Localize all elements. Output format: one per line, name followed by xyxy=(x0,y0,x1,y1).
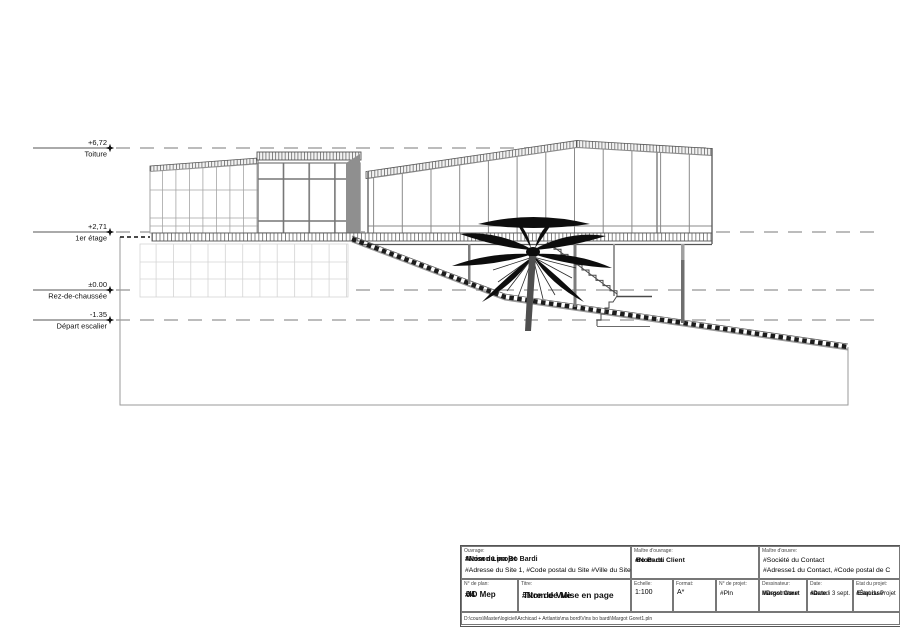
palm-fronds xyxy=(452,217,612,302)
level-symbol-icon xyxy=(105,143,115,153)
cell-dessinateur: Dessinateur: Margot Goret #Dessinateur xyxy=(759,579,807,612)
client-name: Bo Bardi xyxy=(636,557,665,564)
projet-number-value: #Pln xyxy=(720,590,734,597)
date-placeholder: #Date xyxy=(810,591,827,597)
terrain-slope xyxy=(351,235,849,351)
elevation-drawing: +6,72 Toiture +2,71 1er étage ±0.00 Rez-… xyxy=(33,138,876,406)
cell-echelle: Echelle: 1:100 xyxy=(631,579,673,612)
maitre-ouvrage-label: Maître d'ouvrage: xyxy=(634,548,673,554)
exterior-stair xyxy=(546,241,652,327)
cell-etat-projet: Etat du projet: #État du Projet Esquisse xyxy=(853,579,900,612)
level-marker-toiture: +6,72 Toiture xyxy=(33,138,712,159)
layout-name: Titre de Vue xyxy=(523,590,572,600)
file-path: D:\cours\Master\logiciel\Archicad + Artl… xyxy=(464,616,653,622)
contact-address: #Adresse1 du Contact, #Code postal de C xyxy=(763,567,891,574)
project-name-placeholder: #Nom du projet xyxy=(465,556,517,563)
site-boundary xyxy=(119,236,849,406)
cell-ouvrage: Ouvrage: #Nom du projet Maison Lina Bo B… xyxy=(461,546,631,579)
cell-format: Format: A* xyxy=(673,579,716,612)
cell-file-path: D:\cours\Master\logiciel\Archicad + Artl… xyxy=(461,612,900,625)
plan-number: 04 xyxy=(466,590,475,599)
level-marker-depart-escalier: -1.35 Départ escalier xyxy=(33,310,876,331)
level-symbol-icon xyxy=(105,315,115,325)
level-name: Départ escalier xyxy=(57,322,108,331)
level-symbol-icon xyxy=(105,285,115,295)
level-value: +2,71 xyxy=(88,222,107,231)
level-value: +6,72 xyxy=(88,138,107,147)
etat-projet-value: Esquisse xyxy=(857,591,884,597)
level-value: ±0.00 xyxy=(88,280,107,289)
level-name: Toiture xyxy=(84,150,107,159)
format-label: Format: xyxy=(676,581,694,587)
ouvrage-label: Ouvrage: xyxy=(464,548,485,554)
plan-number-label: N° de plan: xyxy=(464,581,489,587)
projet-number-label: N° de projet: xyxy=(719,581,747,587)
main-glass-facade xyxy=(367,146,713,244)
floor-slab-band xyxy=(151,232,713,246)
level-value: -1.35 xyxy=(90,310,107,319)
layout-name-placeholder: #Nom de Mise en page xyxy=(522,590,614,600)
cell-titre: Titre: #Nom de Mise en page Titre de Vue xyxy=(518,579,631,612)
etat-projet-placeholder: #État du Projet xyxy=(856,591,896,597)
cell-plan-number: N° de plan: #ID Mep 04 xyxy=(461,579,518,612)
cell-date: Date: #Date samedi 3 sept. xyxy=(807,579,853,612)
contact-company: #Société du Contact xyxy=(763,557,825,564)
format-value: A* xyxy=(677,589,685,596)
plan-number-placeholder: #ID Mep xyxy=(465,590,496,599)
scale-value: 1:100 xyxy=(635,589,653,596)
left-wing-facade xyxy=(149,163,259,234)
level-name: Rez-de-chaussée xyxy=(48,292,107,301)
dessinateur-placeholder: #Dessinateur xyxy=(763,591,799,597)
dessinateur-name: Margot Goret xyxy=(762,591,800,597)
etat-projet-label: Etat du projet: xyxy=(856,581,888,587)
cell-projet-number: N° de projet: #Pln xyxy=(716,579,759,612)
level-name: 1er étage xyxy=(75,234,107,243)
palm-tree xyxy=(452,217,612,331)
titre-label: Titre: xyxy=(521,581,533,587)
shaded-side-wall xyxy=(346,154,360,233)
project-name: Maison Lina Bo Bardi xyxy=(466,556,538,563)
central-block-facade xyxy=(257,154,361,234)
echelle-label: Echelle: xyxy=(634,581,652,587)
cell-maitre-oeuvre: Maître d'œuvre: #Société du Contact #Adr… xyxy=(759,546,900,579)
date-label: Date: xyxy=(810,581,822,587)
level-symbol-icon xyxy=(105,227,115,237)
cell-maitre-ouvrage: Maître d'ouvrage: #Nom du Client Bo Bard… xyxy=(631,546,759,579)
client-name-placeholder: #Nom du Client xyxy=(635,557,685,564)
maitre-oeuvre-label: Maître d'œuvre: xyxy=(762,548,798,554)
site-address: #Adresse du Site 1, #Code postal du Site… xyxy=(465,567,631,574)
lower-level-grid xyxy=(139,243,349,298)
title-block: Ouvrage: #Nom du projet Maison Lina Bo B… xyxy=(460,545,900,627)
dessinateur-label: Dessinateur: xyxy=(762,581,791,587)
palm-trunk xyxy=(525,256,536,331)
date-value: samedi 3 sept. xyxy=(811,591,851,597)
